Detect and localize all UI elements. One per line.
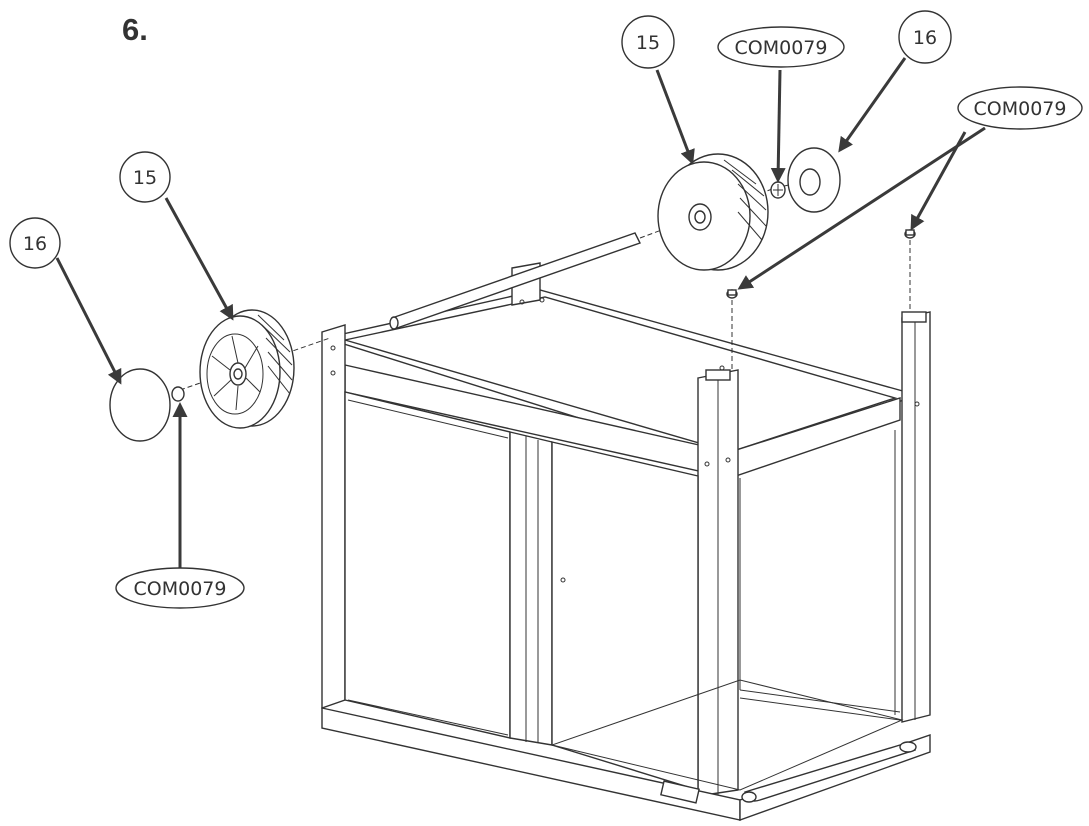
callout-15-left-text: 15 [133, 167, 157, 189]
callout-16-left-text: 16 [23, 233, 47, 255]
callout-com0079-top: COM0079 [717, 26, 845, 68]
callout-com0079-left: COM0079 [115, 567, 245, 609]
callout-com0079-right-text: COM0079 [974, 98, 1067, 120]
callout-16-right-text: 16 [913, 27, 937, 49]
callout-16-left: 16 [9, 217, 61, 269]
callout-com0079-right: COM0079 [957, 86, 1083, 130]
handle-bar [744, 743, 916, 802]
left-wheel [199, 309, 295, 429]
post-fastener-back [904, 229, 916, 239]
axle [389, 232, 641, 330]
callout-15-right: 15 [621, 15, 675, 69]
left-washer [171, 386, 185, 402]
post-fastener-front [726, 289, 738, 299]
left-hubcap [109, 368, 171, 442]
right-hubcap [787, 147, 841, 213]
back-right-post [901, 311, 931, 723]
callout-15-right-text: 15 [636, 32, 660, 54]
right-wheel [657, 153, 769, 271]
callout-com0079-top-text: COM0079 [735, 37, 828, 59]
callout-16-right: 16 [898, 10, 952, 64]
step-number: 6. [122, 12, 148, 47]
cart-frame [321, 262, 931, 821]
door-panel [344, 391, 511, 739]
front-left-post [321, 324, 346, 709]
callout-com0079-left-text: COM0079 [134, 578, 227, 600]
right-washer [770, 181, 786, 199]
callout-15-left: 15 [119, 151, 171, 203]
leader-lines [55, 57, 986, 568]
